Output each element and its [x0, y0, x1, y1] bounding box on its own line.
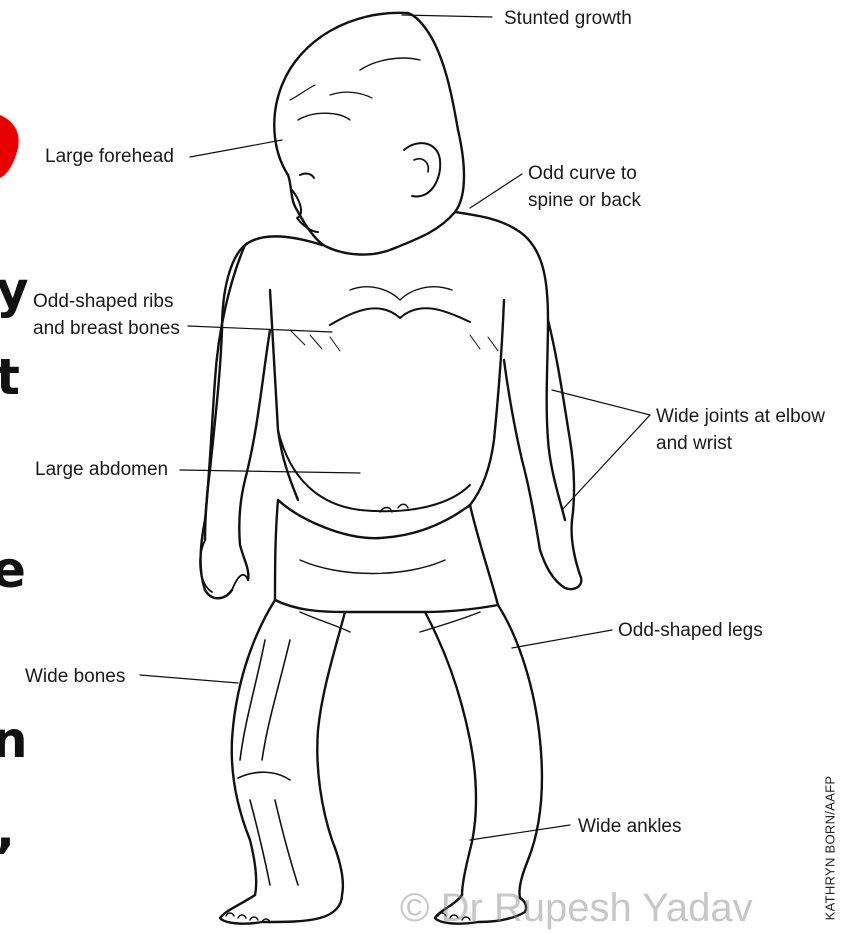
leader-forehead — [190, 140, 282, 157]
label-odd-legs: Odd-shaped legs — [618, 617, 763, 644]
torso-outline — [205, 212, 565, 540]
leader-lines — [140, 15, 650, 840]
cropped-slide-char: y — [0, 265, 29, 315]
wide-bones-sketch — [238, 640, 298, 885]
right-arm — [504, 320, 581, 589]
cropped-slide-char: n — [0, 715, 28, 765]
label-wide-joints: Wide joints at elbow and wrist — [656, 403, 825, 457]
left-arm — [200, 245, 270, 598]
leader-bones — [140, 675, 238, 683]
right-leg — [425, 605, 542, 898]
label-wide-ankles: Wide ankles — [578, 813, 682, 840]
cropped-slide-char: , — [0, 805, 15, 855]
label-odd-curve: Odd curve to spine or back — [528, 160, 641, 214]
label-wide-bones: Wide bones — [25, 663, 125, 690]
leader-legs — [512, 630, 612, 648]
cropped-slide-char: t — [0, 352, 20, 402]
leader-ribs — [188, 326, 332, 332]
left-foot — [220, 895, 342, 924]
image-credit: KATHRYN BORN/AAFP — [820, 760, 840, 935]
leader-elbow — [552, 390, 650, 415]
diaper — [275, 500, 498, 612]
leader-spine — [470, 174, 522, 208]
label-large-forehead: Large forehead — [45, 143, 174, 170]
leader-wrist — [562, 415, 650, 510]
label-large-abdomen: Large abdomen — [35, 456, 168, 483]
watermark: © Dr Rupesh Yadav — [400, 888, 753, 928]
abdomen — [278, 430, 470, 511]
label-odd-ribs: Odd-shaped ribs and breast bones — [33, 288, 180, 342]
red-edge-shape — [0, 115, 19, 178]
ear — [404, 143, 440, 196]
leader-abdomen — [180, 470, 360, 473]
label-stunted-growth: Stunted growth — [504, 5, 632, 32]
leader-ankles — [470, 825, 570, 840]
cropped-slide-char: e — [0, 545, 26, 595]
chest-ribs — [330, 308, 470, 325]
head-outline — [274, 13, 464, 255]
